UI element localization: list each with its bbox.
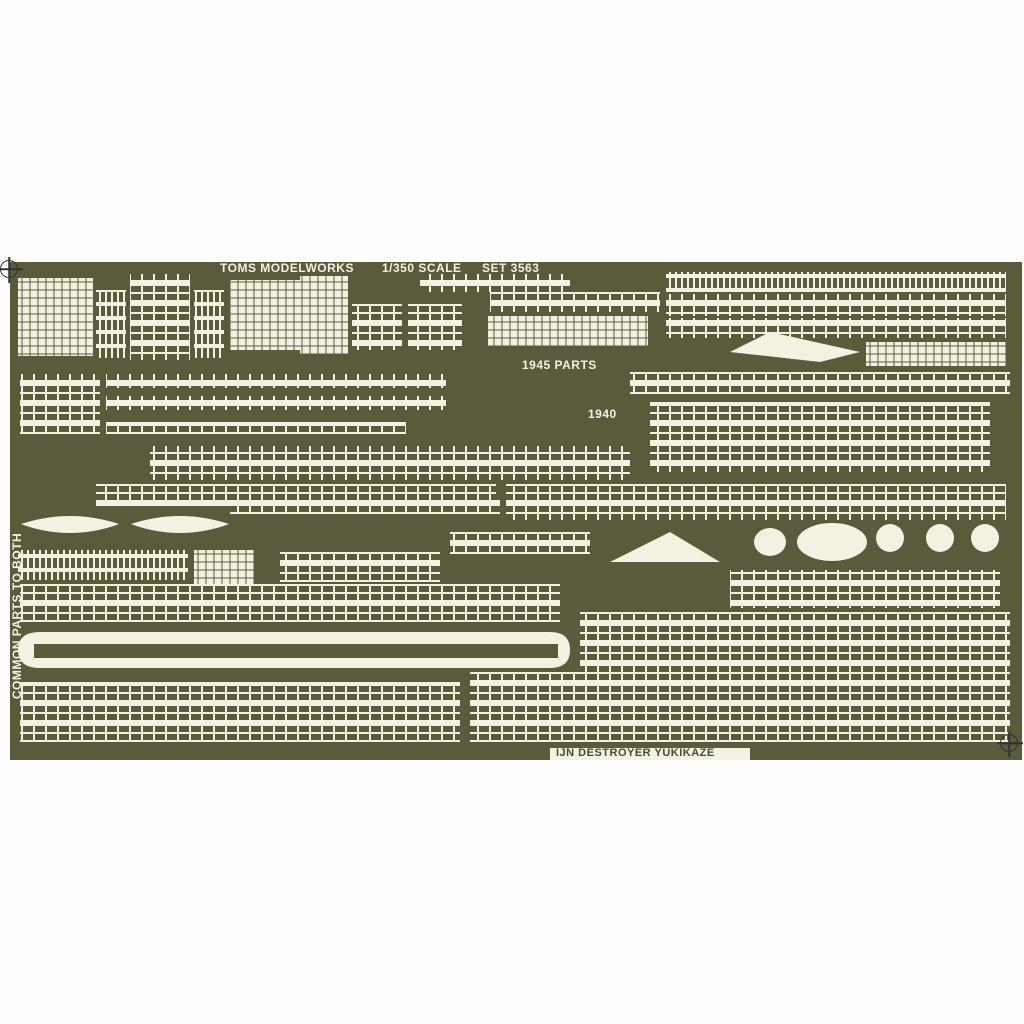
maker-label: TOMS MODELWORKS bbox=[220, 262, 354, 275]
common-parts-label: COMMON PARTS TO BOTH bbox=[10, 532, 25, 700]
etched-parts-artwork bbox=[15, 272, 1010, 760]
set-label: SET 3563 bbox=[482, 262, 540, 275]
registration-mark-right bbox=[1000, 734, 1018, 752]
ship-label: IJN DESTROYER YUKIKAZE bbox=[556, 747, 715, 759]
registration-mark-left bbox=[0, 260, 18, 278]
top-left-frames bbox=[18, 274, 462, 360]
parts-1945-label: 1945 PARTS bbox=[522, 358, 597, 372]
boats bbox=[15, 514, 869, 584]
top-right-rows bbox=[420, 272, 1010, 394]
scale-label: 1/350 SCALE bbox=[382, 262, 462, 275]
long-rail-strips bbox=[20, 374, 1010, 742]
photo-etch-fret: TOMS MODELWORKS 1/350 SCALE SET 3563 194… bbox=[10, 262, 1022, 760]
parts-1940-label: 1940 bbox=[588, 407, 617, 421]
rafts-misc bbox=[18, 332, 1000, 608]
